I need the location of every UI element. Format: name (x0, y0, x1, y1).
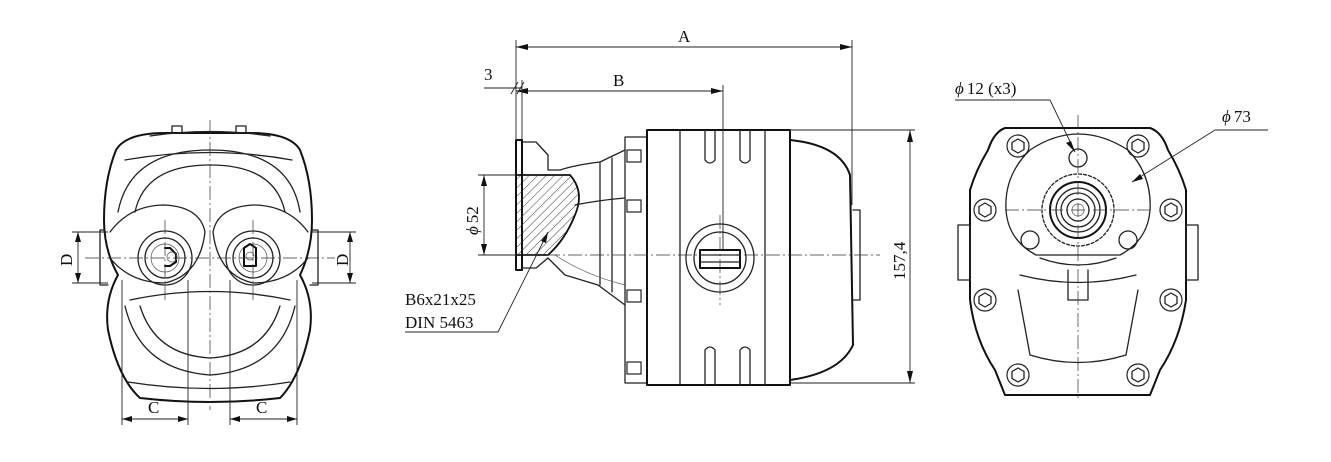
dim-shaft-dia-label: ϕ 52 (463, 206, 482, 235)
pump-body (646, 129, 791, 386)
dim-3-label: 3 (484, 65, 493, 84)
right-view-body-outline (969, 127, 1187, 396)
diameter-symbol: ϕ (955, 79, 964, 98)
dim-a-label: A (678, 27, 691, 46)
dim-d-right-label: D (333, 254, 352, 266)
side-view: A B 3 ϕ 52 157,4 B6x21x25 DIN 5463 (405, 27, 915, 386)
spline-spec-line2: DIN 5463 (405, 313, 473, 332)
dim-height-label: 157,4 (890, 241, 909, 280)
dim-hole-dia-value: 12 (x3) (967, 79, 1017, 98)
dim-c-left-label: C (148, 398, 159, 417)
diameter-symbol: ϕ (1222, 107, 1231, 126)
corner-bolts (973, 134, 1183, 387)
dim-b-label: B (613, 71, 624, 90)
dim-d-left-label: D (57, 254, 76, 266)
left-port-view: C C D D (57, 120, 356, 425)
left-view-body-outline (103, 132, 313, 403)
dim-flange-dia-value: 73 (1234, 107, 1251, 126)
shaft-section (515, 174, 580, 256)
dim-shaft-dia-value: 52 (463, 206, 482, 223)
dim-c-right-label: C (256, 398, 267, 417)
diameter-symbol: ϕ (463, 226, 482, 235)
spline-spec-line1: B6x21x25 (405, 290, 476, 309)
